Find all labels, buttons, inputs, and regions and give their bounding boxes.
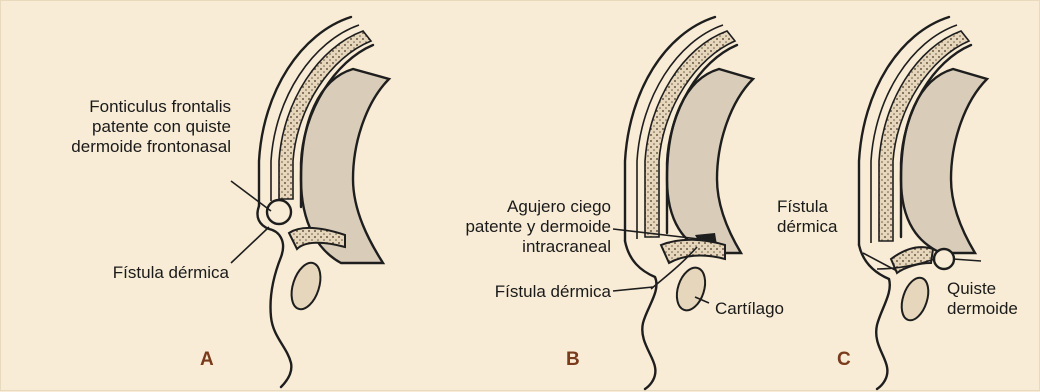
panel-c-fistula-label: Fístula dérmica <box>777 197 837 237</box>
panel-c-nasal-bone <box>891 247 933 273</box>
panel-c-skin <box>859 245 890 389</box>
panel-b-brain <box>667 69 753 253</box>
panel-c-letter: C <box>837 349 851 371</box>
panel-b-cartilage-label: Cartílago <box>715 299 784 319</box>
panel-a-cyst <box>267 200 291 224</box>
panel-c-drawing <box>859 17 987 389</box>
panel-c-cyst-label: Quiste dermoide <box>947 279 1018 319</box>
panel-c-cartilage <box>897 274 933 323</box>
panel-c-brain <box>901 69 987 253</box>
panel-b-cartilage <box>672 264 710 314</box>
panel-a-drawing <box>231 17 389 387</box>
panel-a-cyst-label: Fonticulus frontalis patente con quiste … <box>25 97 231 157</box>
panel-a-letter: A <box>200 349 214 371</box>
panel-a-cartilage <box>286 259 326 313</box>
panel-b-foramen-label: Agujero ciego patente y dermoide intracr… <box>397 197 611 257</box>
panel-b-skin <box>625 241 656 389</box>
panel-b-fistula-label: Fístula dérmica <box>441 282 611 302</box>
panel-c-cyst <box>934 249 954 269</box>
panel-b-letter: B <box>566 349 580 371</box>
panel-a-fistula-label: Fístula dérmica <box>61 263 229 283</box>
panel-b-drawing <box>613 17 753 389</box>
